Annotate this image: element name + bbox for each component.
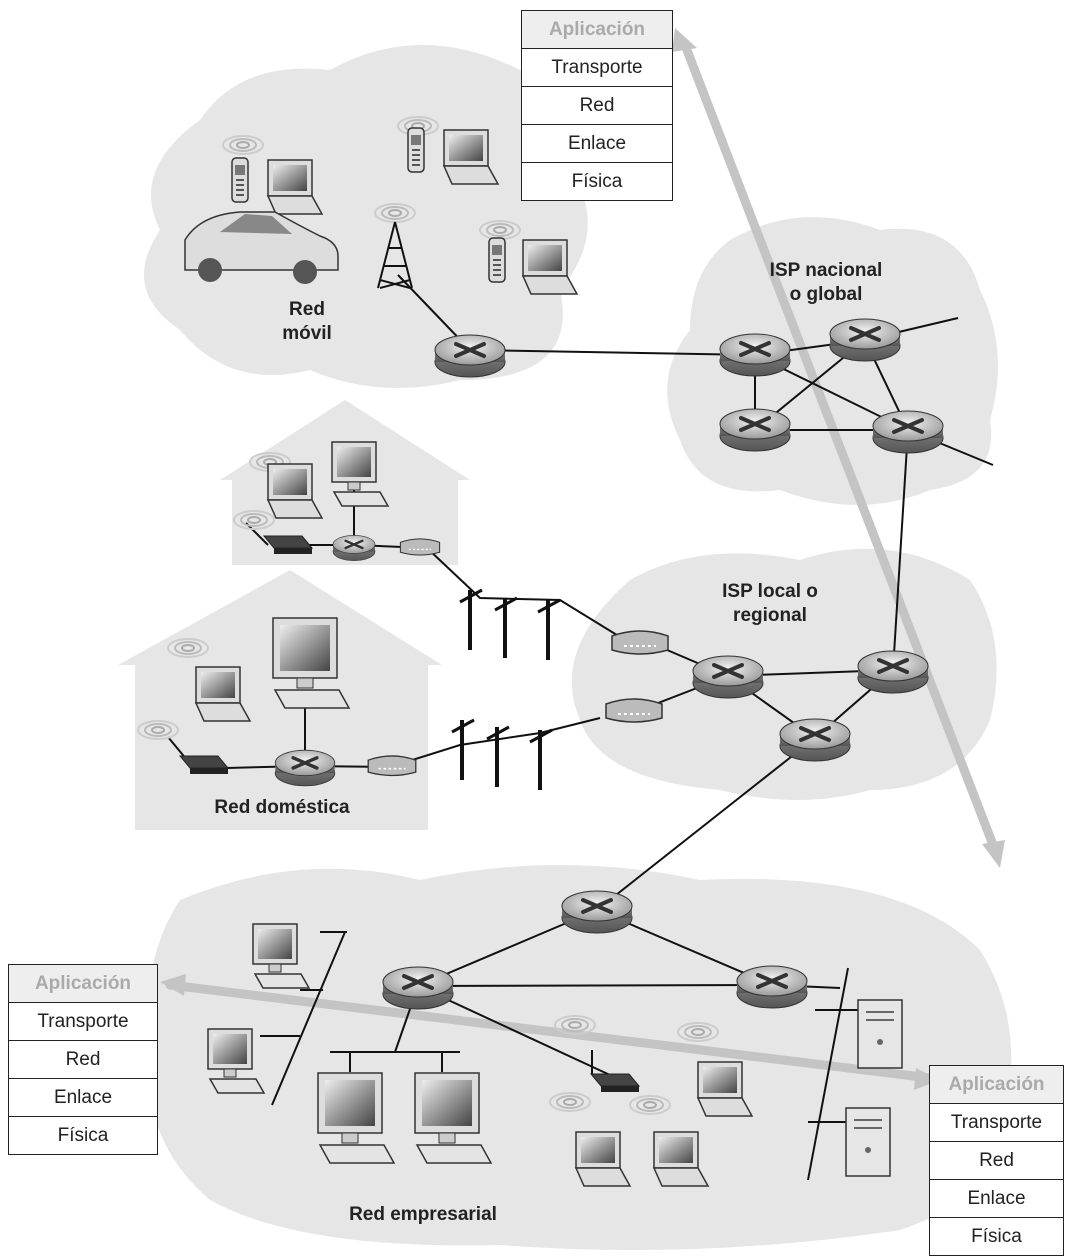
layer-application: Aplicación bbox=[522, 11, 672, 48]
router-icon bbox=[718, 407, 792, 453]
utility-pole-icon bbox=[493, 596, 519, 660]
modem-icon bbox=[605, 698, 663, 723]
layer-link: Enlace bbox=[9, 1078, 157, 1116]
router-icon bbox=[871, 409, 945, 455]
mobile-phone-icon bbox=[488, 237, 506, 283]
car-icon bbox=[184, 211, 339, 284]
layer-link: Enlace bbox=[930, 1179, 1063, 1217]
layer-transport: Transporte bbox=[930, 1103, 1063, 1141]
server-icon bbox=[857, 999, 903, 1069]
layer-application: Aplicación bbox=[930, 1066, 1063, 1103]
layer-transport: Transporte bbox=[522, 48, 672, 86]
enterprise-network-label: Red empresarial bbox=[349, 1204, 497, 1225]
layer-physical: Física bbox=[930, 1217, 1063, 1255]
layer-link: Enlace bbox=[522, 124, 672, 162]
utility-pole-icon bbox=[485, 725, 511, 789]
layer-physical: Física bbox=[522, 162, 672, 200]
cell-tower-icon bbox=[377, 221, 413, 289]
utility-pole-icon bbox=[450, 718, 476, 782]
layer-network: Red bbox=[522, 86, 672, 124]
router-icon bbox=[828, 317, 902, 363]
modem-icon bbox=[611, 630, 669, 655]
mobile-phone-icon bbox=[407, 127, 425, 173]
router-icon bbox=[381, 965, 455, 1011]
router-icon bbox=[778, 717, 852, 763]
layer-network: Red bbox=[930, 1141, 1063, 1179]
layer-transport: Transporte bbox=[9, 1002, 157, 1040]
utility-pole-icon bbox=[528, 728, 554, 792]
desktop-computer-icon bbox=[317, 1072, 395, 1164]
router-icon bbox=[331, 534, 377, 562]
desktop-computer-icon bbox=[272, 617, 350, 709]
protocol-path-arrow bbox=[165, 40, 1000, 1083]
router-icon bbox=[691, 654, 765, 700]
router-icon bbox=[718, 332, 792, 378]
desktop-computer-icon bbox=[414, 1072, 492, 1164]
layer-physical: Física bbox=[9, 1116, 157, 1154]
home-network-label: Red doméstica bbox=[214, 797, 350, 818]
router-icon bbox=[856, 649, 930, 695]
router-icon bbox=[735, 964, 809, 1010]
protocol-stack-mobile: Aplicación Transporte Red Enlace Física bbox=[521, 10, 673, 201]
mobile-phone-icon bbox=[231, 157, 249, 203]
router-icon bbox=[273, 748, 337, 788]
modem-icon bbox=[399, 538, 441, 556]
server-icon bbox=[845, 1107, 891, 1177]
modem-icon bbox=[367, 755, 417, 777]
layer-network: Red bbox=[9, 1040, 157, 1078]
layer-application: Aplicación bbox=[9, 965, 157, 1002]
protocol-stack-enterprise-right: Aplicación Transporte Red Enlace Física bbox=[929, 1065, 1064, 1256]
protocol-stack-enterprise-left: Aplicación Transporte Red Enlace Física bbox=[8, 964, 158, 1155]
utility-pole-icon bbox=[458, 588, 484, 652]
router-icon bbox=[560, 889, 634, 935]
router-icon bbox=[433, 333, 507, 379]
utility-pole-icon bbox=[536, 598, 562, 662]
